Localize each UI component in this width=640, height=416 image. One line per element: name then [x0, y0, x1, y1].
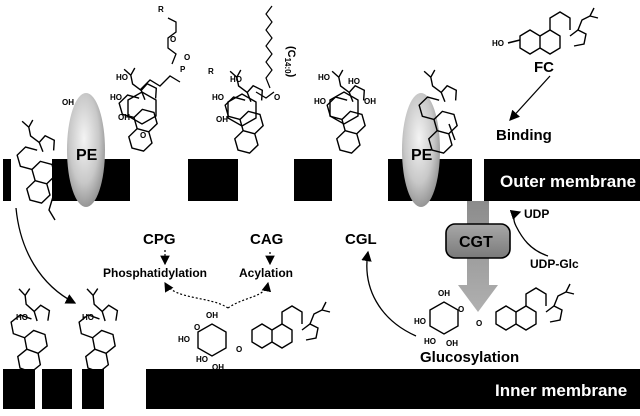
acylation-label: Acylation [239, 266, 293, 280]
svg-text:HO: HO [196, 355, 208, 364]
bound-cholesterol-left: OH [2, 98, 74, 221]
svg-text:O: O [236, 345, 242, 354]
outer-membrane-label: Outer membrane [500, 172, 636, 191]
outer-membrane-segment [484, 159, 640, 201]
svg-text:R: R [158, 5, 164, 14]
fc-binding-arrow [509, 75, 551, 121]
outer-membrane-segment [188, 159, 238, 201]
inner-membrane: Inner membrane [3, 369, 640, 409]
svg-text:OH: OH [62, 98, 74, 107]
fc-label: FC [534, 59, 554, 76]
glucosyl-cholesterol-right: OH O HO HO OH O Glucosylation [361, 250, 575, 366]
svg-text:O: O [140, 131, 146, 140]
cgt-enzyme: CGT [445, 201, 511, 312]
svg-text:P: P [180, 65, 186, 74]
outer-membrane-segment [3, 159, 11, 201]
svg-text:HO: HO [318, 73, 330, 82]
binding-label: Binding [496, 127, 552, 144]
svg-text:O: O [184, 53, 190, 62]
inner-membrane-segment [42, 369, 72, 409]
pe-protein-left: PE [67, 93, 105, 207]
glucosylation-label: Glucosylation [420, 349, 519, 366]
svg-text:HO: HO [492, 39, 504, 48]
svg-text:PE: PE [411, 147, 433, 164]
c14-label: (C14:0) [283, 46, 297, 78]
inner-membrane-label: Inner membrane [495, 381, 627, 400]
inner-membrane-segment [146, 369, 640, 409]
svg-text:O: O [170, 35, 176, 44]
svg-text:OH: OH [118, 113, 130, 122]
cag-label: CAG [250, 231, 283, 248]
outer-membrane-segment [294, 159, 332, 201]
udp-label: UDP [524, 207, 549, 221]
svg-text:OH: OH [212, 363, 224, 372]
svg-text:OH: OH [206, 311, 218, 320]
cgl-molecule: HO HO HO OH CGL [312, 66, 379, 248]
svg-text:O: O [476, 319, 482, 328]
svg-text:O: O [274, 93, 280, 102]
svg-text:HO: HO [16, 313, 28, 322]
cpg-molecule: R O P O R HO HO OH O CPG [104, 5, 214, 248]
phosphatidylation-arrow [164, 281, 229, 309]
svg-text:OH: OH [446, 339, 458, 348]
svg-text:HO: HO [110, 93, 122, 102]
glucosylation-to-cgl-arrow [361, 250, 417, 337]
svg-text:PE: PE [76, 147, 98, 164]
inner-membrane-segment [82, 369, 104, 409]
cag-molecule: (C14:0) O HO HO OH CAG [210, 5, 297, 248]
cgl-label: CGL [345, 231, 377, 248]
svg-text:O: O [194, 323, 200, 332]
svg-text:OH: OH [364, 97, 376, 106]
svg-text:HO: HO [348, 77, 360, 86]
svg-text:O: O [458, 305, 464, 314]
pe-protein-right: PE [402, 93, 440, 207]
svg-text:HO: HO [212, 93, 224, 102]
svg-text:HO: HO [424, 337, 436, 346]
svg-text:CGT: CGT [459, 234, 493, 251]
cpg-label: CPG [143, 231, 176, 248]
udp-glc-conversion: UDP UDP-Glc [509, 207, 579, 271]
svg-text:OH: OH [216, 115, 228, 124]
inner-membrane-segment [3, 369, 35, 409]
svg-text:HO: HO [230, 75, 242, 84]
svg-text:HO: HO [116, 73, 128, 82]
acylation-arrow [227, 281, 272, 309]
inner-cholesterol-1: HO [0, 284, 65, 375]
bound-cholesterol-right [404, 66, 471, 156]
svg-text:R: R [208, 67, 214, 76]
inner-cholesterol-2: HO [60, 284, 133, 375]
svg-text:HO: HO [314, 97, 326, 106]
svg-text:HO: HO [178, 335, 190, 344]
glucosyl-cholesterol-center: OH O HO HO OH O [178, 301, 331, 372]
svg-text:OH: OH [438, 289, 450, 298]
udp-glc-label: UDP-Glc [530, 257, 579, 271]
svg-text:HO: HO [82, 313, 94, 322]
free-cholesterol: HO FC [492, 7, 599, 121]
svg-text:HO: HO [414, 317, 426, 326]
translocation-arrow [15, 207, 77, 304]
phosphatidylation-label: Phosphatidylation [103, 266, 207, 280]
